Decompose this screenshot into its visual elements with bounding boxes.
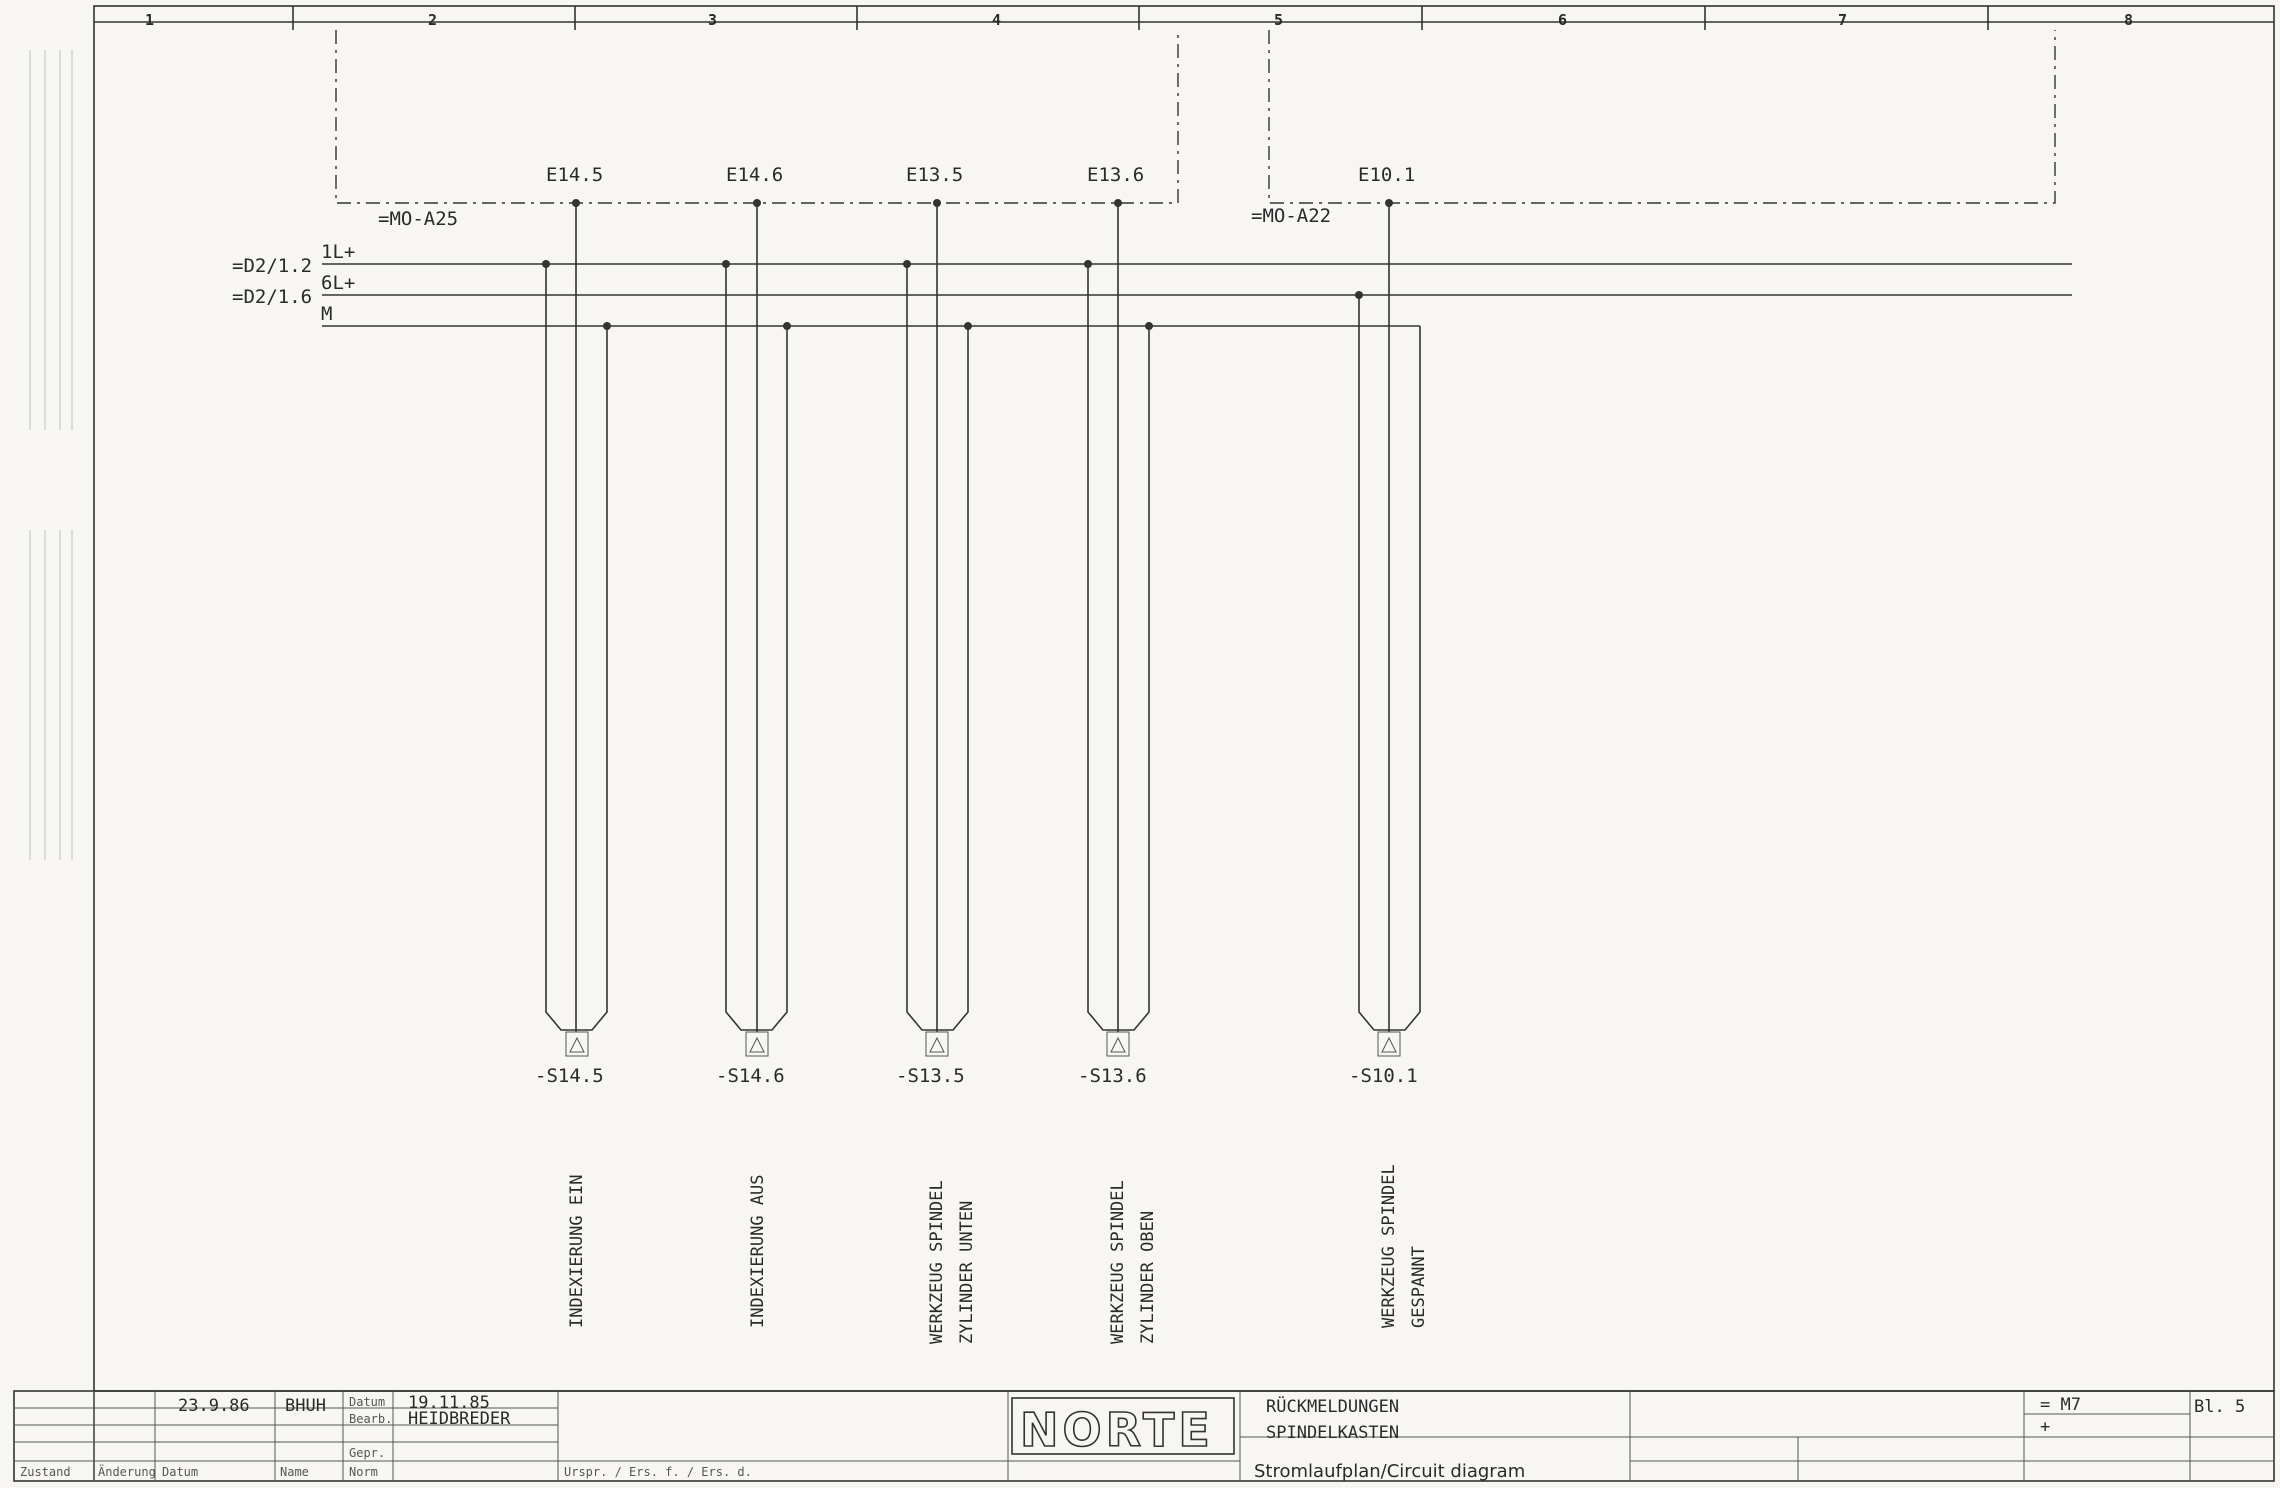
- revision-date: 23.9.86: [178, 1396, 250, 1416]
- switch-column-s13-5: E13.5 -S13.5 WERKZEUG SPINDEL ZYLINDER U…: [896, 164, 977, 1344]
- switch-column-s10-1: E10.1 -S10.1 WERKZEUG SPINDEL GESPANNT: [1349, 164, 1429, 1328]
- device-tag: -S10.1: [1349, 1065, 1418, 1087]
- input-address: E13.6: [1087, 164, 1144, 186]
- sheet-number: Bl. 5: [2194, 1397, 2245, 1417]
- input-address: E10.1: [1358, 164, 1415, 186]
- plc-module-box-a22: =MO-A22: [1251, 30, 2056, 227]
- datum-column-label: Datum: [162, 1465, 198, 1479]
- description-line2: GESPANNT: [1409, 1246, 1429, 1328]
- zone-number-4: 4: [992, 11, 1001, 29]
- title-line2: SPINDELKASTEN: [1266, 1423, 1399, 1443]
- document-caption: Stromlaufplan/Circuit diagram: [1254, 1461, 1525, 1482]
- norte-logo: NORTE: [1020, 1403, 1214, 1457]
- description-line1: WERKZEUG SPINDEL: [1379, 1164, 1399, 1328]
- zone-number-8: 8: [2124, 11, 2133, 29]
- title-block: 23.9.86 BHUH Datum 19.11.85 Bearb. HEIDB…: [13, 1390, 2275, 1482]
- zone-number-6: 6: [1558, 11, 1567, 29]
- gepr-label: Gepr.: [349, 1446, 385, 1460]
- aenderung-label: Änderung: [98, 1464, 156, 1479]
- description-line2: ZYLINDER OBEN: [1138, 1211, 1158, 1344]
- bearb-label: Bearb.: [349, 1412, 392, 1426]
- device-tag: -S14.6: [716, 1065, 785, 1087]
- input-address: E13.5: [906, 164, 963, 186]
- zone-ruler: 1 2 3 4 5 6 7 8: [145, 6, 2133, 30]
- left-margin-notes: [29, 50, 73, 860]
- device-tag: -S14.5: [535, 1065, 604, 1087]
- zone-number-2: 2: [428, 11, 437, 29]
- zone-number-1: 1: [145, 11, 154, 29]
- datum-label: Datum: [349, 1395, 385, 1409]
- zustand-label: Zustand: [20, 1465, 71, 1479]
- description-line1: WERKZEUG SPINDEL: [1108, 1180, 1128, 1344]
- proximity-sensor-icon: [1377, 1031, 1401, 1057]
- plant-designation: = M7: [2040, 1395, 2081, 1415]
- switch-column-s14-5: E14.5 -S14.5 INDEXIERUNG EIN: [535, 164, 611, 1328]
- description-line1: WERKZEUG SPINDEL: [927, 1180, 947, 1344]
- datum-value: 19.11.85: [408, 1393, 490, 1413]
- description-line2: ZYLINDER UNTEN: [957, 1201, 977, 1344]
- proximity-sensor-icon: [1106, 1031, 1130, 1057]
- description-line1: INDEXIERUNG EIN: [567, 1174, 587, 1328]
- rail-ref-2: =D2/1.6: [232, 286, 312, 308]
- rail-name-6l: 6L+: [321, 272, 355, 294]
- box-label-a25: =MO-A25: [378, 208, 458, 230]
- switch-column-s13-6: E13.6 -S13.6 WERKZEUG SPINDEL ZYLINDER O…: [1078, 164, 1158, 1344]
- rail-name-1l: 1L+: [321, 241, 355, 263]
- proximity-sensor-icon: [565, 1031, 589, 1057]
- zone-number-3: 3: [708, 11, 717, 29]
- box-label-a22: =MO-A22: [1251, 205, 1331, 227]
- power-rails: =D2/1.2 =D2/1.6 1L+ 6L+ M: [232, 241, 2072, 1012]
- rail-ref-1: =D2/1.2: [232, 255, 312, 277]
- title-line1: RÜCKMELDUNGEN: [1266, 1395, 1399, 1417]
- ursprung-label: Urspr. / Ers. f. / Ers. d.: [564, 1465, 752, 1479]
- switch-column-s14-6: E14.6 -S14.6 INDEXIERUNG AUS: [716, 164, 791, 1328]
- input-address: E14.6: [726, 164, 783, 186]
- zone-number-5: 5: [1274, 11, 1283, 29]
- location-designation: +: [2040, 1417, 2050, 1437]
- input-address: E14.5: [546, 164, 603, 186]
- norte-logo-frame: [1011, 1397, 1235, 1455]
- norm-label: Norm: [349, 1465, 378, 1479]
- device-tag: -S13.5: [896, 1065, 965, 1087]
- proximity-sensor-icon: [745, 1031, 769, 1057]
- description-line1: INDEXIERUNG AUS: [748, 1174, 768, 1328]
- proximity-sensor-icon: [925, 1031, 949, 1057]
- zone-number-7: 7: [1838, 11, 1847, 29]
- rail-name-m: M: [321, 303, 332, 325]
- name-column-label: Name: [280, 1465, 309, 1479]
- bearb-value: HEIDBREDER: [408, 1409, 511, 1429]
- device-tag: -S13.6: [1078, 1065, 1147, 1087]
- revision-name: BHUH: [285, 1396, 326, 1416]
